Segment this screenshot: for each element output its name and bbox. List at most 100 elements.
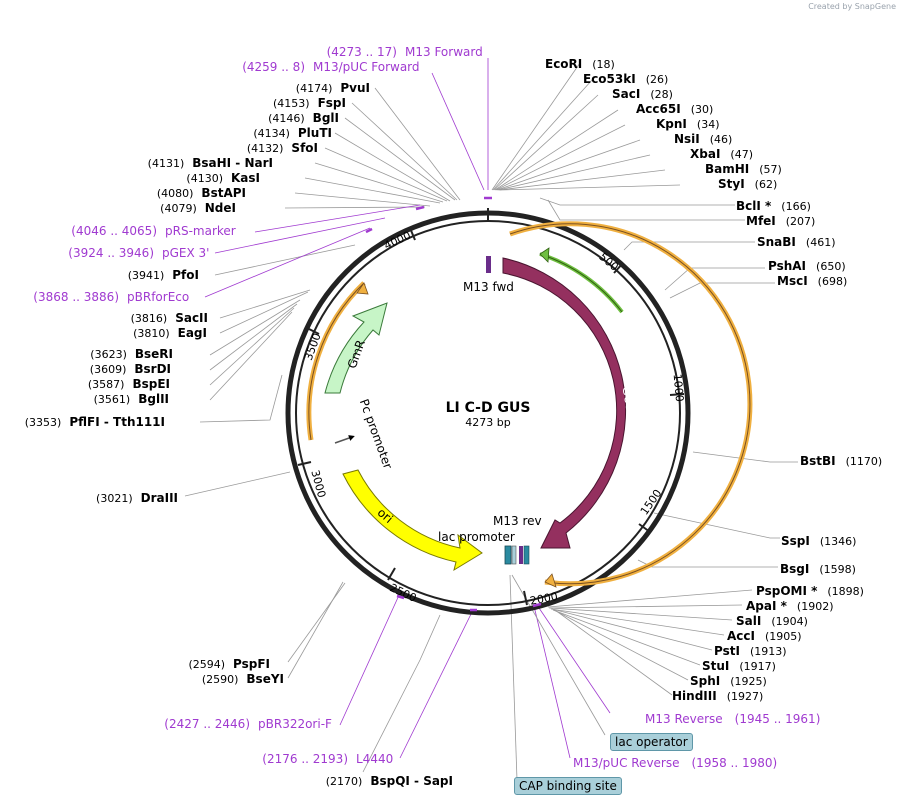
enzyme-site-position: (57) (759, 163, 782, 176)
pc-promoter-arrow (334, 435, 355, 444)
enzyme-site-name: SalI (736, 614, 761, 628)
enzyme-site-position: (26) (646, 73, 669, 86)
enzyme-site-name: BsaHI - NarI (192, 156, 273, 170)
enzyme-site-position: (3623) (90, 348, 127, 361)
primer-name: pRS-marker (165, 224, 236, 238)
enzyme-site-position: (3587) (88, 378, 125, 391)
primer-name: L4440 (356, 752, 393, 766)
enzyme-site-position: (3353) (25, 416, 62, 429)
enzyme-site-name: HindIII (672, 689, 717, 703)
enzyme-site-name: PshAI (768, 259, 806, 273)
primer-name: M13 Forward (405, 45, 483, 59)
enzyme-site-position: (28) (650, 88, 673, 101)
lac-promoter-box (504, 545, 512, 565)
primer-leader-lines (204, 58, 611, 759)
enzyme-site-position: (3021) (96, 492, 133, 505)
enzyme-site-name: XbaI (690, 147, 720, 161)
enzyme-site-position: (4153) (273, 97, 310, 110)
enzyme-site-position: (1917) (739, 660, 776, 673)
lac-operator-box (511, 545, 517, 565)
enzyme-site-name: SphI (690, 674, 720, 688)
enzyme-site-position: (1902) (797, 600, 834, 613)
left-enzyme-labels: PvuI(4174)FspI(4153)BglI(4146)PluTI(4134… (25, 81, 453, 788)
cap-binding-site-tag: CAP binding site (514, 777, 622, 795)
enzyme-site-name: BsgI (780, 562, 809, 576)
cap-box (523, 545, 530, 565)
enzyme-site-position: (1346) (820, 535, 857, 548)
enzyme-site-name: PflFI - Tth111I (69, 415, 165, 429)
enzyme-site-name: BspQI - SapI (370, 774, 453, 788)
primer-name: M13/pUC Reverse (573, 756, 680, 770)
enzyme-site-name: PfoI (172, 268, 199, 282)
primer-range: (4273 .. 17) (327, 45, 397, 59)
enzyme-site-name: SspI (781, 534, 810, 548)
snapgene-watermark: Created by SnapGene (808, 2, 896, 11)
enzyme-site-position: (1905) (765, 630, 802, 643)
enzyme-site-position: (4146) (268, 112, 305, 125)
primer-range: (1945 .. 1961) (735, 712, 821, 726)
gus-orf-arrowhead (544, 573, 557, 588)
enzyme-site-position: (4130) (186, 172, 223, 185)
enzyme-site-position: (1898) (827, 585, 864, 598)
enzyme-site-position: (4131) (148, 157, 185, 170)
gus-label: GUS (619, 385, 637, 413)
enzyme-site-name: PstI (714, 644, 740, 658)
primer-name: pBRforEco (127, 290, 189, 304)
enzyme-site-name: StyI (718, 177, 745, 191)
enzyme-site-position: (1904) (771, 615, 808, 628)
enzyme-site-name: BglI (313, 111, 339, 125)
plasmid-title: LI C-D GUS (446, 400, 531, 416)
enzyme-site-name: BclI * (736, 199, 772, 213)
enzyme-site-position: (698) (818, 275, 848, 288)
primer-range: (4259 .. 8) (242, 60, 305, 74)
gmr-orf-arrowhead (356, 282, 369, 295)
primer-name: pGEX 3' (162, 246, 209, 260)
enzyme-site-name: ApaI * (746, 599, 788, 613)
primer-name: M13 Reverse (645, 712, 723, 726)
primer-range: (2427 .. 2446) (164, 717, 250, 731)
lacz-arrowhead (539, 247, 550, 263)
enzyme-site-position: (4080) (157, 187, 194, 200)
enzyme-site-name: BsrDI (134, 362, 171, 376)
enzyme-site-position: (4079) (160, 202, 197, 215)
tag-lines (509, 574, 606, 781)
enzyme-site-name: KpnI (656, 117, 687, 131)
enzyme-site-name: SfoI (291, 141, 318, 155)
enzyme-site-position: (4132) (247, 142, 284, 155)
enzyme-site-name: SacII (175, 311, 208, 325)
enzyme-site-position: (18) (592, 58, 615, 71)
enzyme-site-name: BamHI (705, 162, 749, 176)
primer-marks (365, 196, 542, 612)
right-enzyme-labels: EcoRI(18)Eco53kI(26)SacI(28)Acc65I(30)Kp… (545, 57, 882, 703)
primer-range: (1958 .. 1980) (692, 756, 778, 770)
enzyme-site-position: (4174) (296, 82, 333, 95)
enzyme-site-position: (2594) (188, 658, 225, 671)
enzyme-site-position: (34) (697, 118, 720, 131)
primer-name: M13/pUC Forward (313, 60, 420, 74)
enzyme-site-name: BseYI (246, 672, 284, 686)
enzyme-site-position: (46) (710, 133, 733, 146)
enzyme-site-position: (1927) (727, 690, 764, 703)
lac-promoter-label: lac promoter (438, 530, 515, 544)
enzyme-site-name: BstAPI (201, 186, 246, 200)
enzyme-site-name: PluTI (298, 126, 332, 140)
enzyme-site-position: (1170) (846, 455, 883, 468)
enzyme-site-name: AccI (727, 629, 755, 643)
enzyme-site-name: MfeI (746, 214, 776, 228)
enzyme-site-position: (3561) (94, 393, 131, 406)
enzyme-site-position: (2590) (202, 673, 239, 686)
enzyme-site-name: SnaBI (757, 235, 796, 249)
gus-arrow (502, 257, 627, 549)
enzyme-site-name: NsiI (674, 132, 700, 146)
enzyme-site-name: BstBI (800, 454, 836, 468)
enzyme-site-name: BspEI (132, 377, 170, 391)
lac-operator-tag: lac operator (610, 733, 693, 751)
enzyme-site-position: (1913) (750, 645, 787, 658)
tick-marks (297, 208, 685, 606)
tick-label: 2000 (529, 590, 559, 608)
primer-range: (2176 .. 2193) (262, 752, 348, 766)
primer-range: (3924 .. 3946) (68, 246, 154, 260)
plasmid-length: 4273 bp (465, 416, 510, 429)
m13-rev-label: M13 rev (493, 514, 542, 528)
